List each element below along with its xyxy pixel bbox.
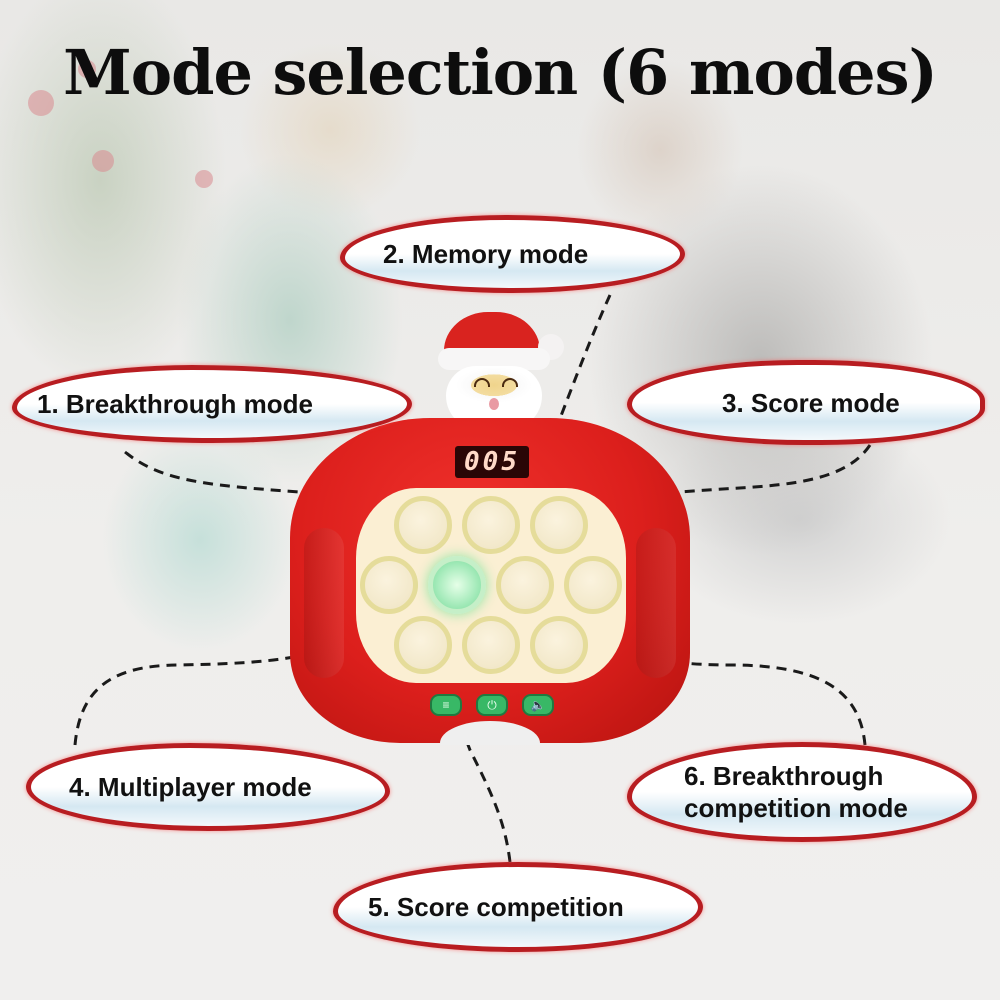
pop-button[interactable] bbox=[394, 496, 452, 554]
pop-button[interactable] bbox=[530, 616, 588, 674]
speaker-icon: 🔈 bbox=[530, 698, 546, 712]
ornament bbox=[28, 90, 54, 116]
mode-bubble-breakthrough-competition: 6. Breakthrough competition mode bbox=[627, 742, 977, 842]
pop-button[interactable] bbox=[360, 556, 418, 614]
mode-label: 3. Score mode bbox=[722, 387, 900, 418]
mode-bubble-memory: 2. Memory mode bbox=[340, 215, 685, 293]
pop-button[interactable] bbox=[564, 556, 622, 614]
mode-label-wrap: 6. Breakthrough competition mode bbox=[684, 760, 908, 824]
mode-bubble-score: 3. Score mode bbox=[627, 360, 985, 445]
mode-label-line2: competition mode bbox=[684, 793, 908, 823]
pop-button[interactable] bbox=[496, 556, 554, 614]
mode-label: 5. Score competition bbox=[368, 892, 624, 922]
page-title: Mode selection (6 modes) bbox=[63, 36, 938, 109]
pop-button-pad bbox=[356, 488, 626, 683]
power-button[interactable]: ⏻ bbox=[476, 694, 508, 716]
mode-bubble-score-competition: 5. Score competition bbox=[333, 862, 703, 952]
power-icon: ⏻ bbox=[487, 697, 497, 712]
sound-button[interactable]: 🔈 bbox=[522, 694, 554, 716]
ornament bbox=[78, 60, 96, 78]
pop-button[interactable] bbox=[462, 496, 520, 554]
santa-hat-brim bbox=[438, 348, 550, 370]
ornament bbox=[92, 150, 114, 172]
menu-button[interactable]: ≡ bbox=[430, 694, 462, 716]
pop-button[interactable] bbox=[530, 496, 588, 554]
mode-label: 2. Memory mode bbox=[383, 239, 589, 269]
quick-push-game-device: 005 ≡ ⏻ 🔈 bbox=[290, 418, 690, 745]
pop-button[interactable] bbox=[462, 616, 520, 674]
device-grip-right bbox=[636, 528, 676, 678]
mode-label: 4. Multiplayer mode bbox=[69, 772, 312, 802]
control-buttons: ≡ ⏻ 🔈 bbox=[430, 694, 554, 716]
mode-bubble-multiplayer: 4. Multiplayer mode bbox=[26, 743, 390, 831]
menu-icon: ≡ bbox=[442, 698, 450, 712]
pop-button-lit[interactable] bbox=[428, 556, 486, 614]
santa-nose bbox=[489, 398, 499, 410]
device-grip-left bbox=[304, 528, 344, 678]
mode-label: 1. Breakthrough mode bbox=[37, 389, 313, 419]
mode-label-line1: 6. Breakthrough bbox=[684, 761, 884, 791]
score-display: 005 bbox=[455, 446, 529, 478]
santa-eye-left bbox=[474, 378, 490, 387]
mode-bubble-breakthrough: 1. Breakthrough mode bbox=[12, 365, 412, 443]
ornament bbox=[195, 170, 213, 188]
santa-eye-right bbox=[502, 378, 518, 387]
santa-topper bbox=[428, 312, 564, 430]
pop-button[interactable] bbox=[394, 616, 452, 674]
